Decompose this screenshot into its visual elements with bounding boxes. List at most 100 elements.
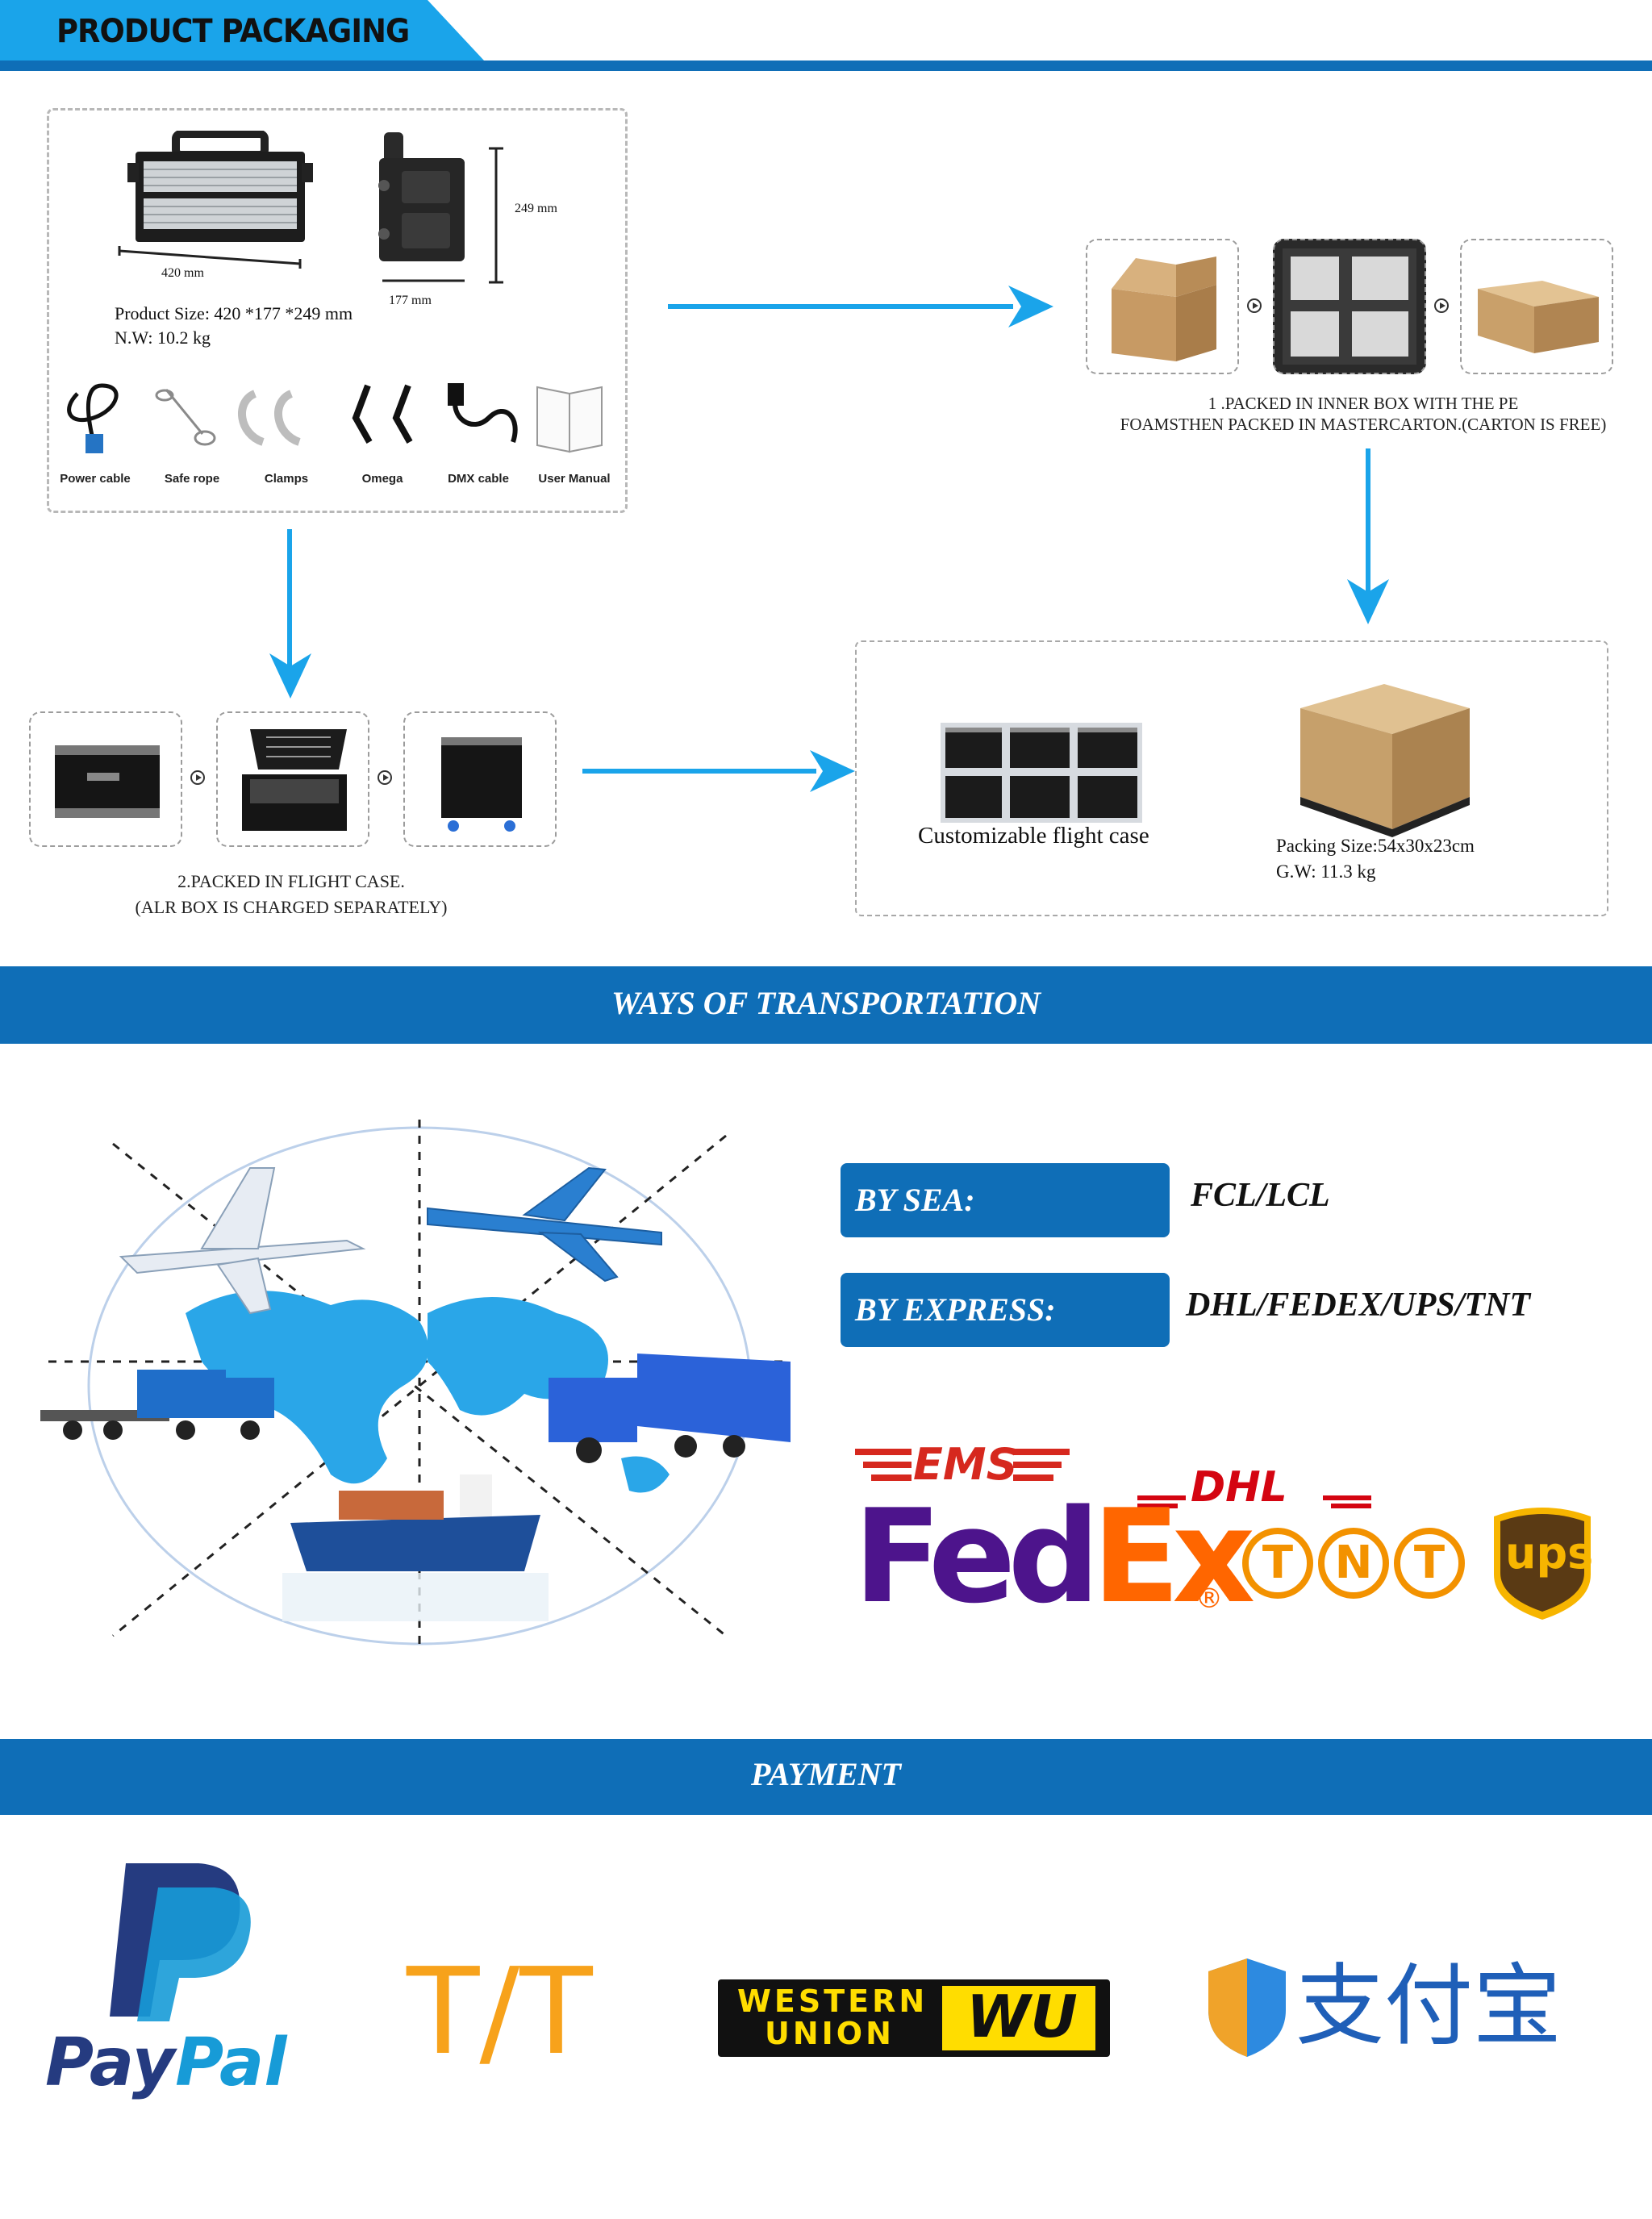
flight-case-open-thumb [216, 711, 369, 847]
fedex-logo: FedEx [853, 1492, 1255, 1621]
width-dimension-line [118, 246, 302, 269]
by-sea-value: FCL/LCL [1191, 1177, 1330, 1214]
tnt-letter: T [1394, 1528, 1465, 1599]
paypal-logo: PayPal [45, 1855, 319, 2121]
ems-logo: EMS [855, 1439, 1073, 1492]
by-sea-label: BY SEA: [841, 1163, 1170, 1237]
foam-box-thumb [1273, 239, 1426, 374]
next-step-icon [1434, 298, 1449, 313]
flight-case-open-icon [242, 729, 347, 831]
accessory-label: Clamps [264, 472, 309, 486]
accessory-label: Omega [361, 472, 403, 486]
flight-case-wheels-thumb [403, 711, 557, 847]
paypal-wordmark: PayPal [45, 2025, 286, 2101]
alipay-text: 支付宝 [1295, 1954, 1562, 2058]
clamps-icon [238, 390, 302, 446]
alipay-logo: 支付宝 [1205, 1952, 1592, 2073]
by-express-value: DHL/FEDEX/UPS/TNT [1186, 1287, 1531, 1324]
ups-shield-icon [1494, 1508, 1591, 1620]
header-bar [0, 0, 1652, 71]
fedex-fed-text: Fed [853, 1481, 1100, 1632]
ship-icon [290, 1474, 540, 1571]
open-carton-icon [1112, 257, 1216, 361]
by-express-label: BY EXPRESS: [841, 1273, 1170, 1347]
airplane-icon [119, 1167, 366, 1315]
accessory-label: Safe rope [164, 472, 220, 486]
step1-caption-line1: 1 .PACKED IN INNER BOX WITH THE PE [1208, 394, 1519, 413]
dhl-text: DHL [1191, 1463, 1287, 1512]
step2-caption-line2: (ALR BOX IS CHARGED SEPARATELY) [135, 897, 448, 917]
ups-text: ups [1505, 1528, 1594, 1579]
flight-case-label: Customizable flight case [918, 823, 1149, 849]
payment-section-title: PAYMENT [751, 1756, 901, 1792]
depth-dimension-line [382, 279, 465, 282]
dhl-logo: DHL [1137, 1463, 1371, 1516]
height-dimension-label: 249 mm [515, 202, 557, 215]
tnt-logo: T N T [1242, 1528, 1468, 1608]
flow-arrow-down [287, 529, 292, 666]
dhl-stripes-icon [1137, 1495, 1371, 1508]
page-title: PRODUCT PACKAGING [56, 13, 410, 50]
paypal-pal-text: Pal [175, 2025, 287, 2101]
transport-section-title: WAYS OF TRANSPORTATION [611, 985, 1041, 1021]
user-manual-icon [536, 386, 603, 453]
ems-stripes-icon [855, 1449, 1070, 1481]
tt-logo: T/T [407, 1942, 593, 2081]
inner-box-thumb [1086, 239, 1239, 374]
final-packing-panel [855, 640, 1608, 916]
power-cable-icon [67, 383, 119, 453]
height-dimension-line [489, 147, 503, 284]
ups-logo: ups [1491, 1502, 1594, 1623]
step1-caption-line2: FOAMSTHEN PACKED IN MASTERCARTON.(CARTON… [1120, 415, 1607, 434]
airplane-icon [427, 1166, 662, 1283]
product-size-text: Product Size: 420 *177 *249 mm [115, 303, 353, 323]
master-carton-image [1300, 684, 1470, 837]
fedex-ex-text: Ex [1091, 1481, 1255, 1632]
truck-icon [549, 1354, 791, 1463]
safe-rope-icon [155, 389, 216, 446]
gross-weight-text: G.W: 11.3 kg [1276, 861, 1376, 882]
wu-line2-text: UNION [765, 2016, 895, 2051]
flight-cases-stack-image [941, 723, 1142, 823]
arrow-head-icon [810, 750, 855, 792]
western-union-logo: WESTERN UNION WU [718, 1979, 1110, 2057]
paypal-pay-text: Pay [45, 2025, 176, 2101]
packing-size-text: Packing Size:54x30x23cm [1276, 836, 1475, 856]
wu-line1-text: WESTERN [737, 1983, 928, 2019]
product-front-image [127, 131, 313, 242]
transport-globe-illustration [40, 1120, 791, 1649]
flow-arrow-right [582, 769, 816, 774]
accessory-label: Power cable [60, 472, 131, 486]
product-side-image [378, 132, 465, 261]
dmx-cable-icon [448, 383, 518, 443]
flow-arrow-right [668, 304, 1013, 309]
flight-case-icon [55, 745, 160, 818]
truck-icon [40, 1370, 274, 1440]
flight-case-wheels-icon [441, 737, 522, 832]
flight-case-closed-thumb [29, 711, 182, 847]
net-weight-text: N.W: 10.2 kg [115, 327, 211, 348]
master-carton-thumb [1460, 239, 1613, 374]
width-dimension-label: 420 mm [161, 266, 204, 280]
transport-section-banner [0, 966, 1652, 1044]
tnt-letter: T [1242, 1528, 1313, 1599]
wu-mark-text: WU [966, 1983, 1078, 2050]
next-step-icon [378, 770, 392, 785]
wu-mark-box [942, 1986, 1095, 2050]
arrow-head-icon [1347, 579, 1389, 624]
accessories-images [67, 383, 603, 453]
paypal-p-icon [110, 1863, 251, 2021]
next-step-icon [190, 770, 205, 785]
accessory-label: User Manual [538, 472, 611, 486]
tnt-letter: N [1318, 1528, 1389, 1599]
next-step-icon [1247, 298, 1262, 313]
omega-icon [352, 384, 413, 444]
fedex-registered-mark: ® [1195, 1583, 1223, 1615]
depth-dimension-label: 177 mm [389, 294, 432, 307]
payment-section-banner [0, 1739, 1652, 1815]
arrow-head-icon [1008, 286, 1053, 327]
arrow-head-icon [269, 653, 311, 699]
product-info-panel [47, 108, 628, 513]
alipay-shield-icon [1208, 1958, 1286, 2057]
step2-caption-line1: 2.PACKED IN FLIGHT CASE. [177, 871, 405, 891]
